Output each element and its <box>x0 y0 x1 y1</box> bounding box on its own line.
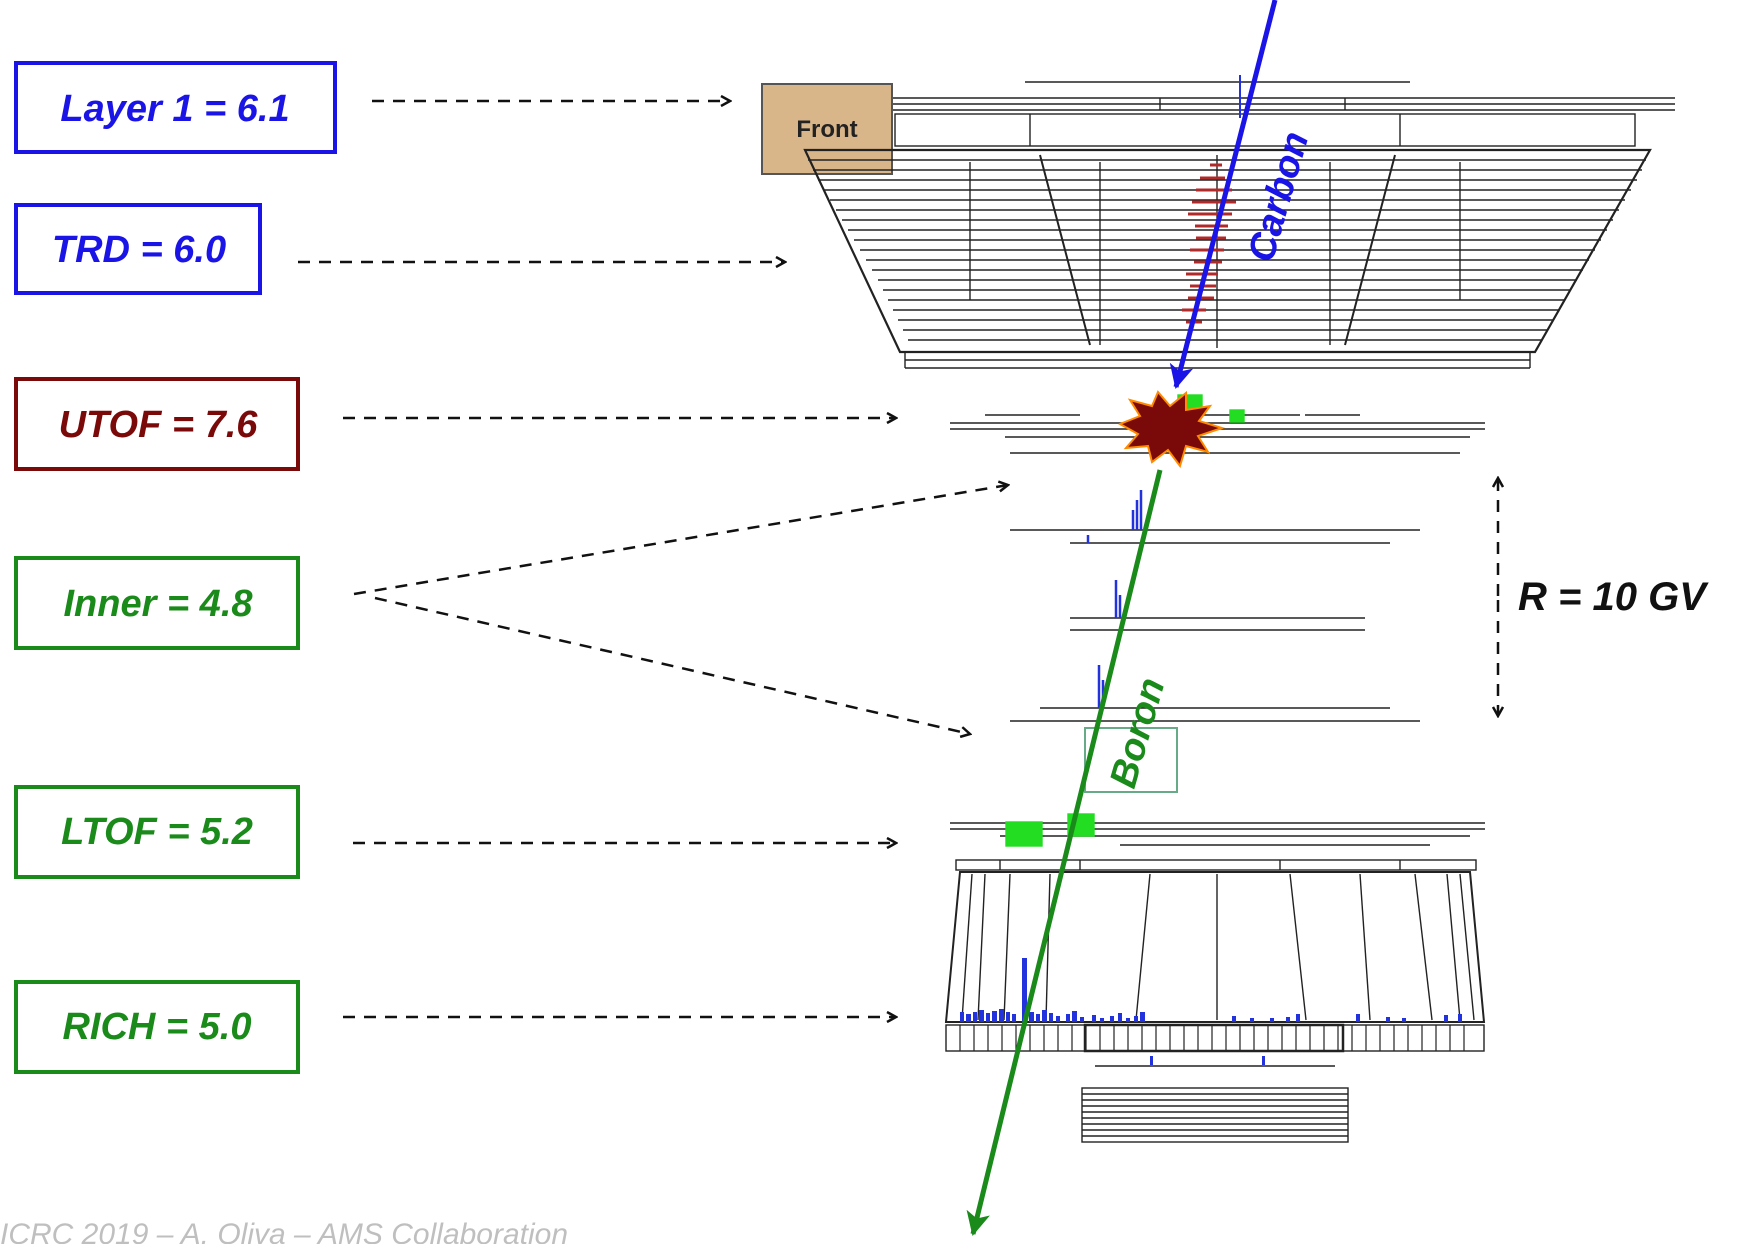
layer1-value: Layer 1 = 6.1 <box>60 88 289 130</box>
bottom-layers <box>1081 1065 1349 1143</box>
particle-tracks: Carbon Boron <box>966 0 1317 1236</box>
carbon-track-label: Carbon <box>1240 127 1317 266</box>
rich-box: RICH = 5.0 <box>14 980 300 1074</box>
label-boxes: Layer 1 = 6.1 TRD = 6.0 UTOF = 7.6 Inner… <box>14 61 337 1074</box>
rich-detector <box>944 859 1486 1065</box>
trd-box: TRD = 6.0 <box>14 203 262 295</box>
ams-detector-drawing: Front <box>761 75 1675 1143</box>
trd-value: TRD = 6.0 <box>52 229 226 271</box>
carbon-track <box>1169 0 1278 389</box>
inner-pointer-arrow-upper <box>353 485 1008 596</box>
front-label: Front <box>796 116 857 143</box>
trd-detector <box>803 148 1652 369</box>
interaction-star-icon <box>1117 390 1226 469</box>
inner-tracker <box>1010 490 1420 793</box>
footer-text: ICRC 2019 – A. Oliva – AMS Collaboration <box>0 1218 568 1244</box>
utof-detector <box>950 390 1485 469</box>
layer1-box: Layer 1 = 6.1 <box>14 61 337 154</box>
front-tag: Front <box>761 83 893 175</box>
ltof-detector <box>950 813 1485 847</box>
utof-box: UTOF = 7.6 <box>14 377 300 471</box>
inner-pointer-arrow-lower <box>374 596 970 734</box>
inner-value: Inner = 4.8 <box>63 583 253 625</box>
boron-track-label: Boron <box>1102 673 1173 792</box>
rigidity-label: R = 10 GV <box>1518 575 1709 619</box>
utof-value: UTOF = 7.6 <box>59 404 259 446</box>
tracker-layer-1 <box>890 75 1675 147</box>
ltof-value: LTOF = 5.2 <box>61 811 253 853</box>
boron-track <box>966 469 1163 1236</box>
rich-value: RICH = 5.0 <box>62 1006 251 1048</box>
pointer-arrows <box>298 101 1498 1017</box>
ltof-box: LTOF = 5.2 <box>14 785 300 879</box>
inner-box: Inner = 4.8 <box>14 556 300 650</box>
